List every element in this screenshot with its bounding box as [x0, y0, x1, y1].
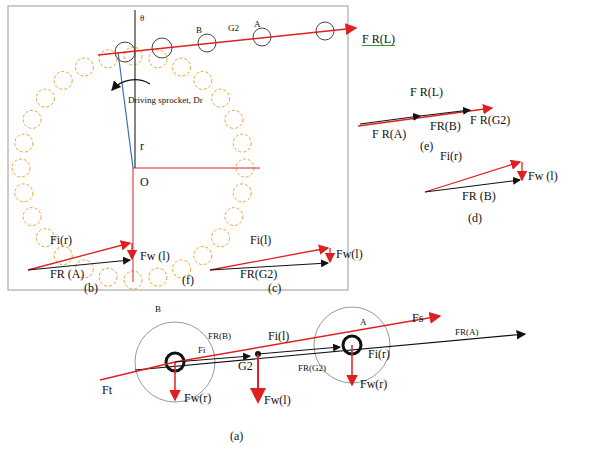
force-label: Driving sprocket, Dr [128, 96, 203, 105]
sprocket-tooth [194, 71, 212, 89]
force-label: FR(B) [430, 120, 461, 132]
force-label: F R(A) [372, 128, 406, 140]
force-label: G2 [228, 24, 239, 33]
force-label: Fw (l) [528, 170, 558, 182]
force-label: F R(L) [410, 86, 443, 98]
sprocket-tooth [23, 110, 41, 128]
force-label: B [155, 305, 161, 314]
sprocket-tooth [194, 247, 212, 265]
force-label: G2 [238, 360, 253, 372]
force-label: θ [140, 14, 144, 23]
sprocket-tooth [149, 50, 167, 68]
force-label: FR(B) [208, 332, 231, 341]
force-label: FR(G2) [240, 268, 277, 280]
force-label: FR (A) [50, 268, 84, 280]
force-label: FR(A) [455, 328, 479, 337]
force-label: Fw (l) [140, 250, 170, 262]
sprocket-tooth [212, 229, 230, 247]
sprocket-tooth [233, 134, 251, 152]
sprocket-tooth [54, 71, 72, 89]
force-label: Fs [412, 312, 423, 324]
force-label: Fi [198, 346, 206, 355]
panel-label: (d) [468, 212, 482, 224]
force-label: Fi(r) [50, 234, 72, 246]
sprocket-tooth [225, 208, 243, 226]
force-label: r [140, 140, 144, 152]
force-label: B [196, 26, 202, 35]
force-label: F R(G2) [470, 114, 510, 126]
panel-label: (b) [84, 282, 98, 294]
force-label: FR (B) [462, 190, 496, 202]
sprocket-tooth [225, 110, 243, 128]
panel-label: (c) [268, 282, 281, 294]
sprocket-tooth [15, 134, 33, 152]
force-label: Fw(r) [184, 392, 211, 404]
sprocket-tooth [212, 89, 230, 107]
panel-label: (a) [230, 430, 243, 442]
force-label: Ft [102, 384, 112, 396]
force-label: O [140, 176, 149, 188]
sprocket-tooth [173, 58, 191, 76]
force-label: A [360, 318, 367, 327]
force-label: FR(G2) [298, 364, 326, 373]
force-label: Fi(l) [250, 234, 271, 246]
sprocket-tooth [15, 184, 33, 202]
force-label: A [254, 20, 261, 29]
sprocket-tooth [149, 268, 167, 286]
sprocket-tooth [23, 208, 41, 226]
force-label: Fi(r) [440, 150, 462, 162]
force-label: Fw(l) [336, 248, 363, 260]
force-label: Fw(l) [264, 394, 291, 406]
force-label: Fw(r) [360, 378, 387, 390]
sprocket-tooth [12, 159, 30, 177]
sprocket-tooth [233, 184, 251, 202]
sprocket-tooth [99, 50, 117, 68]
force-label: F R(L) [362, 33, 395, 46]
sprocket-tooth [36, 89, 54, 107]
sprocket-tooth [75, 58, 93, 76]
force-label: Fi(l) [268, 330, 289, 342]
panel-label: (e) [420, 140, 433, 152]
panel-label: (f) [182, 274, 194, 286]
force-label: Fi(r) [368, 348, 390, 360]
sprocket-tooth [99, 268, 117, 286]
